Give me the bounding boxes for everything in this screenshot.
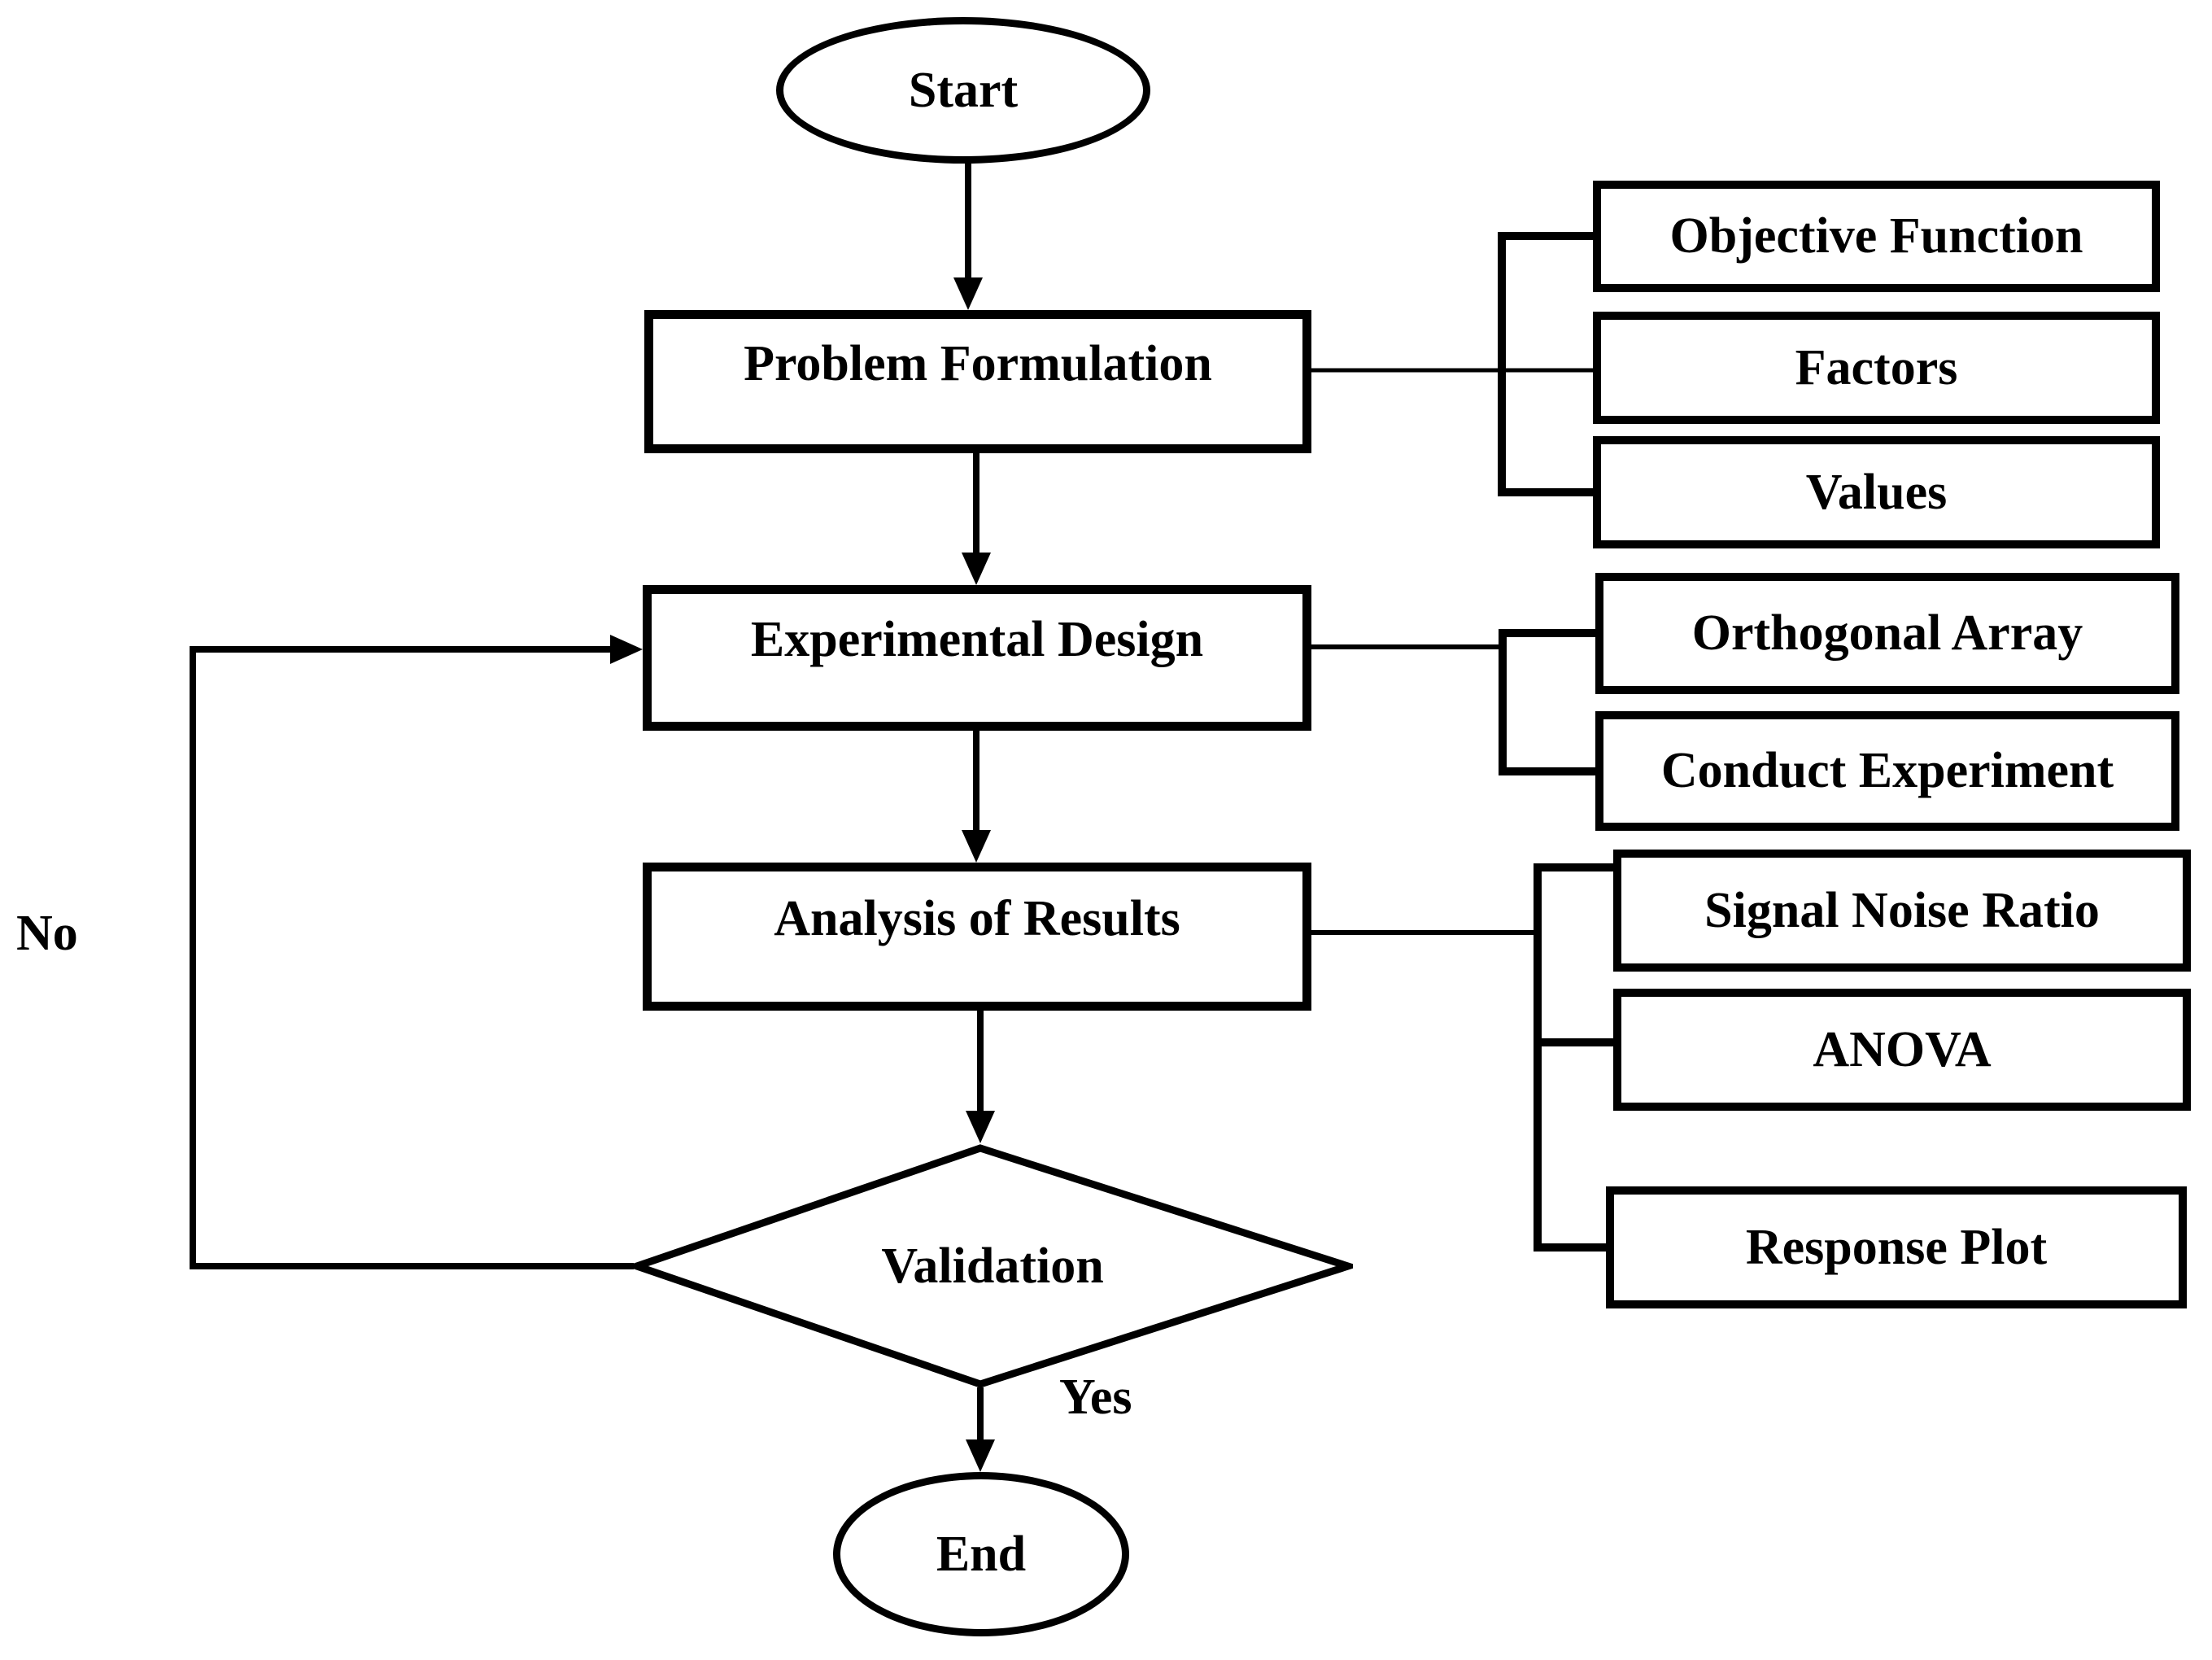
- node-orthogonal-array-label: Orthogonal Array: [1691, 605, 2083, 661]
- node-signal-noise-ratio-label: Signal Noise Ratio: [1704, 882, 2100, 938]
- node-experimental-design-label: Experimental Design: [750, 612, 1204, 667]
- node-experimental-design: Experimental Design: [643, 585, 1311, 731]
- arrowhead-into-analysis-of-results: [962, 830, 991, 863]
- node-values-label: Values: [1805, 464, 1948, 520]
- node-analysis-of-results-label: Analysis of Results: [774, 890, 1180, 946]
- edge-validation-no-loop: [190, 646, 634, 1269]
- arrowhead-into-problem-formulation: [953, 277, 983, 310]
- node-factors: Factors: [1593, 312, 2160, 424]
- node-anova: ANOVA: [1613, 989, 2191, 1111]
- node-response-plot-label: Response Plot: [1745, 1219, 2048, 1275]
- edge-label-no: No: [16, 906, 78, 961]
- node-orthogonal-array: Orthogonal Array: [1595, 573, 2179, 694]
- node-anova-label: ANOVA: [1813, 1021, 1992, 1077]
- node-problem-formulation: Problem Formulation: [644, 310, 1311, 453]
- edge-label-yes: Yes: [1059, 1370, 1132, 1425]
- node-end-label: End: [936, 1526, 1027, 1582]
- node-values: Values: [1593, 436, 2160, 548]
- node-validation: Validation: [632, 1143, 1353, 1389]
- node-factors-label: Factors: [1795, 339, 1958, 395]
- node-response-plot: Response Plot: [1606, 1186, 2187, 1308]
- node-objective-function: Objective Function: [1593, 181, 2160, 292]
- node-conduct-experiment-label: Conduct Experiment: [1660, 743, 2114, 798]
- node-signal-noise-ratio: Signal Noise Ratio: [1613, 850, 2191, 972]
- arrowhead-no-into-experimental-design: [610, 635, 643, 664]
- arrowhead-into-end: [966, 1439, 995, 1472]
- validation-diamond-shape: [632, 1144, 1353, 1388]
- node-conduct-experiment: Conduct Experiment: [1595, 711, 2179, 831]
- node-validation-label: Validation: [881, 1238, 1104, 1294]
- node-analysis-of-results: Analysis of Results: [643, 863, 1311, 1011]
- node-problem-formulation-label: Problem Formulation: [744, 335, 1212, 391]
- node-start: Start: [776, 17, 1150, 164]
- arrowhead-into-experimental-design: [962, 553, 991, 585]
- node-end: End: [833, 1472, 1129, 1636]
- node-start-label: Start: [908, 62, 1019, 118]
- node-objective-function-label: Objective Function: [1669, 208, 2083, 264]
- arrowhead-into-validation: [966, 1111, 995, 1143]
